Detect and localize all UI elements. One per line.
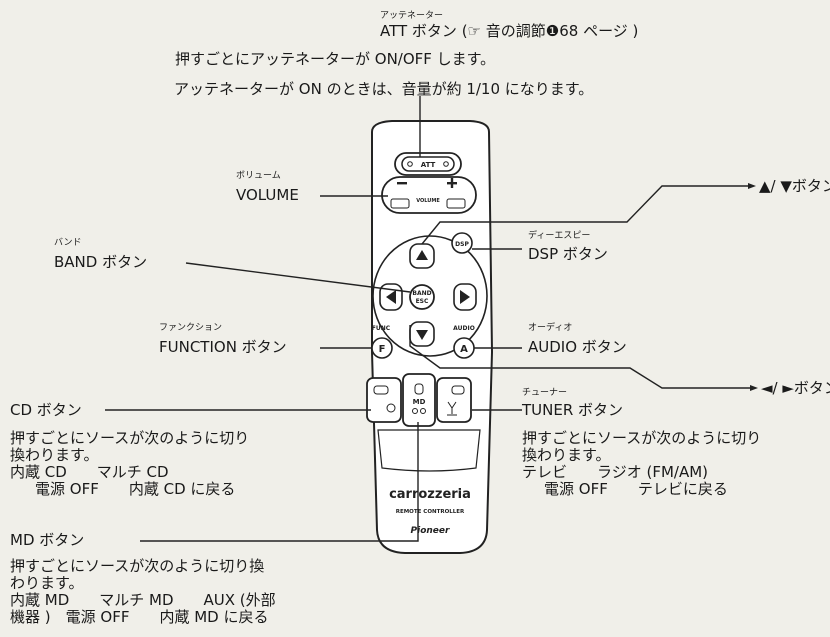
band-ruby: バンド xyxy=(54,238,82,248)
volume-label: VOLUME xyxy=(236,186,299,204)
audio-key-text: A xyxy=(460,344,468,355)
brand-text: carrozzeria xyxy=(389,487,471,502)
att-key-text: ATT xyxy=(421,161,436,169)
att-key-dot-right xyxy=(443,161,449,167)
audio-label: AUDIO ボタン xyxy=(528,338,627,356)
md-desc1: 押すごとにソースが次のように切り換 xyxy=(10,557,265,575)
md-desc2: わります。 xyxy=(10,574,84,592)
volume-minus-icon xyxy=(397,182,407,185)
brand-panel xyxy=(377,429,481,472)
tuner-key[interactable] xyxy=(436,377,472,423)
att-ruby: アッテネーター xyxy=(380,11,444,21)
dsp-key[interactable] xyxy=(451,232,473,254)
maker-text: Pioneer xyxy=(411,526,450,536)
tuner-ruby: チューナー xyxy=(522,388,568,398)
band-label: BAND ボタン xyxy=(54,253,148,271)
cd-seq2: 電源 OFF 内蔵 CD に戻る xyxy=(35,480,236,498)
att-label: ATT ボタン (☞ 音の調節❶68 ページ ) xyxy=(380,22,639,40)
left-arrow-icon xyxy=(386,290,396,304)
tuner-antenna-icon xyxy=(447,401,457,416)
updown-leader-arrowhead xyxy=(748,183,756,189)
cd-seq1: 内蔵 CD マルチ CD xyxy=(10,463,169,481)
leftright-label: ◄/ ►ボタン xyxy=(761,379,830,397)
volume-key-text: VOLUME xyxy=(416,198,440,204)
att-key-dot-left xyxy=(407,161,413,167)
caption-text: REMOTE CONTROLLER xyxy=(396,509,465,515)
tuner-label: TUNER ボタン xyxy=(522,401,624,419)
md-label: MD ボタン xyxy=(10,531,85,549)
band-esc-key[interactable] xyxy=(409,284,435,310)
cd-desc2: 換わります。 xyxy=(10,446,99,464)
band-key-text: BAND xyxy=(412,290,431,297)
esc-key-text: ESC xyxy=(416,298,429,305)
md-seq2: 機器 ) 電源 OFF 内蔵 MD に戻る xyxy=(10,608,269,626)
tuner-seq1: テレビ ラジオ (FM/AM) xyxy=(522,463,708,481)
volume-ruby: ボリューム xyxy=(236,171,281,181)
func-label-text: FUNC xyxy=(372,325,391,332)
func-key-text: F xyxy=(379,344,386,355)
att-desc1: 押すごとにアッテネーターが ON/OFF します。 xyxy=(175,50,496,68)
audio-ruby: オーディオ xyxy=(528,323,573,333)
tuner-desc-block: 押すごとにソースが次のように切り 換わります。 テレビ ラジオ (FM/AM) … xyxy=(522,430,761,498)
leftright-leader-arrowhead xyxy=(750,385,758,391)
dsp-key-text: DSP xyxy=(455,241,469,248)
dsp-label: DSP ボタン xyxy=(528,245,608,263)
function-ruby: ファンクション xyxy=(159,323,223,333)
cd-icon xyxy=(386,403,396,413)
tuner-desc2: 換わります。 xyxy=(522,446,611,464)
band-leader xyxy=(185,262,411,293)
att-desc2: アッテネーターが ON のときは、音量が約 1/10 になります。 xyxy=(174,80,594,98)
tuner-desc1: 押すごとにソースが次のように切り xyxy=(522,429,762,447)
right-arrow-icon xyxy=(460,290,470,304)
updown-label: ▲/ ▼ボタン xyxy=(759,177,830,195)
cd-key[interactable] xyxy=(366,377,402,423)
md-seq1: 内蔵 MD マルチ MD AUX (外部 xyxy=(10,591,276,609)
cd-key-pad xyxy=(373,385,389,395)
md-key-text: MD xyxy=(413,398,426,406)
volume-up-pad xyxy=(446,198,466,209)
md-key-pad xyxy=(414,383,424,395)
att-key[interactable] xyxy=(401,156,455,172)
tuner-key-pad xyxy=(451,385,465,395)
volume-down-pad xyxy=(390,198,410,209)
cd-label: CD ボタン xyxy=(10,401,82,419)
md-key[interactable] xyxy=(402,373,436,427)
md-leader xyxy=(140,422,419,542)
tuner-seq2: 電源 OFF テレビに戻る xyxy=(544,480,728,498)
up-arrow-icon xyxy=(416,250,428,260)
function-label: FUNCTION ボタン xyxy=(159,338,287,356)
joystick-ring xyxy=(372,235,488,357)
down-arrow-icon xyxy=(416,330,428,340)
md-desc-block: 押すごとにソースが次のように切り換 わります。 内蔵 MD マルチ MD AUX… xyxy=(10,558,276,626)
md-icon-right xyxy=(420,408,426,414)
md-icon-left xyxy=(412,408,418,414)
cd-desc1: 押すごとにソースが次のように切り xyxy=(10,429,250,447)
dsp-ruby: ディーエスピー xyxy=(528,231,591,241)
leftright-leader xyxy=(409,325,752,389)
audio-label-text: AUDIO xyxy=(453,325,475,332)
updown-leader xyxy=(421,185,750,245)
cd-desc-block: 押すごとにソースが次のように切り 換わります。 内蔵 CD マルチ CD 電源 … xyxy=(10,430,249,498)
volume-plus-icon-v xyxy=(450,178,454,188)
